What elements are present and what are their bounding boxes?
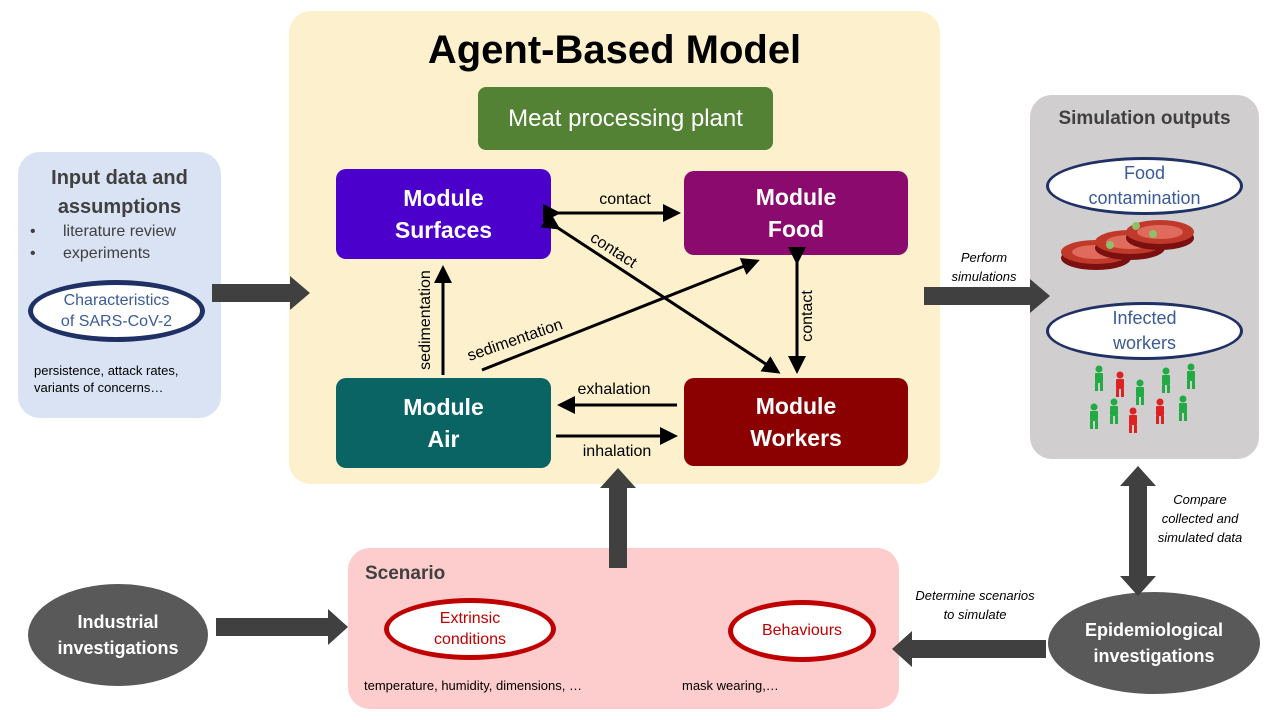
air-food-sedimentation-arrow	[481, 258, 760, 372]
workers-oval-line1: Infected	[1112, 308, 1177, 328]
outputs-panel	[1030, 95, 1259, 459]
input-title: Input data and assumptions	[18, 164, 221, 222]
determine-line1: Determine scenarios	[915, 588, 1035, 603]
extrinsic-conditions-oval: Extrinsic conditions	[384, 598, 556, 660]
outputs-title: Simulation outputs	[1058, 108, 1231, 129]
bullet-item: •experiments	[30, 245, 151, 262]
module-air-line1: Module	[403, 394, 484, 420]
epi-to-scenario-arrow	[892, 631, 1046, 667]
industrial-to-scenario-arrow	[216, 609, 348, 645]
abm-title: Agent-Based Model	[427, 27, 802, 72]
surfaces-workers-contact-arrow	[540, 212, 781, 374]
module-workers-line2: Workers	[750, 425, 842, 451]
compare-data-annotation: Compare collected and simulated data	[1148, 490, 1252, 547]
module-air-line2: Air	[427, 426, 460, 452]
plant-label: Meat processing plant	[508, 104, 743, 132]
industrial-line2: investigations	[57, 638, 179, 658]
module-workers: Module Workers	[684, 378, 908, 466]
sedimentation-left-label: sedimentation	[417, 270, 434, 370]
perform-line2: simulations	[951, 269, 1017, 284]
behaviours-oval: Behaviours	[728, 600, 876, 662]
scenario-title: Scenario	[365, 563, 446, 584]
behaviours-label: Behaviours	[761, 622, 843, 639]
worker-figures-icon	[1090, 363, 1195, 433]
determine-scenarios-annotation: Determine scenarios to simulate	[900, 586, 1050, 624]
input-to-abm-arrow	[212, 276, 310, 310]
sars-oval-line2: of SARS-CoV-2	[60, 313, 173, 330]
module-surfaces-line2: Surfaces	[394, 217, 493, 243]
input-title-line2: assumptions	[57, 196, 182, 218]
compare-line3: simulated data	[1157, 530, 1243, 545]
epi-line1: Epidemiological	[1084, 620, 1224, 640]
input-footnote-line2: variants of concerns…	[34, 380, 164, 395]
input-title-line1: Input data and	[51, 167, 188, 189]
extrinsic-note: temperature, humidity, dimensions, …	[364, 678, 582, 693]
infected-workers-oval: Infected workers	[1046, 302, 1243, 360]
sars-oval-line1: Characteristics	[63, 292, 170, 309]
food-contamination-oval: Food contamination	[1046, 157, 1243, 215]
bullet-item: •literature review	[30, 223, 176, 240]
contact-right-label: contact	[799, 290, 816, 342]
extrinsic-line1: Extrinsic	[439, 610, 501, 627]
food-oval-line2: contamination	[1088, 188, 1201, 208]
plant-box: Meat processing plant	[478, 87, 773, 150]
input-footnote: persistence, attack rates, variants of c…	[34, 362, 179, 396]
outputs-epi-bidirectional-arrow	[1120, 466, 1156, 596]
inhalation-label: inhalation	[583, 443, 652, 460]
perform-simulations-annotation: Perform simulations	[938, 248, 1030, 286]
epi-line2: investigations	[1093, 646, 1215, 666]
perform-line1: Perform	[960, 250, 1008, 265]
meat-steaks-icon	[1061, 220, 1194, 270]
determine-line2: to simulate	[943, 607, 1007, 622]
scenario-to-abm-arrow	[600, 468, 636, 568]
behaviours-note: mask wearing,…	[682, 678, 779, 693]
input-footnote-line1: persistence, attack rates,	[34, 363, 179, 378]
compare-line2: collected and	[1161, 511, 1239, 526]
sars-cov-2-oval: Characteristics of SARS-CoV-2	[28, 280, 205, 342]
industrial-line1: Industrial	[77, 612, 159, 632]
workers-oval-line2: workers	[1112, 333, 1176, 353]
epidemiological-investigations-node: Epidemiological investigations	[1048, 592, 1260, 694]
module-surfaces-line1: Module	[403, 185, 484, 211]
extrinsic-line2: conditions	[433, 631, 507, 648]
input-bullets: •literature review •experiments	[30, 221, 176, 265]
food-oval-line1: Food	[1123, 163, 1165, 183]
module-air: Module Air	[336, 378, 551, 468]
module-surfaces: Module Surfaces	[336, 169, 551, 259]
module-workers-line1: Module	[755, 393, 837, 419]
exhalation-label: exhalation	[578, 381, 651, 398]
compare-line1: Compare	[1173, 492, 1227, 507]
abm-to-outputs-arrow	[924, 279, 1050, 313]
contact-top-label: contact	[599, 191, 651, 208]
module-food-line1: Module	[755, 184, 837, 210]
industrial-investigations-node: Industrial investigations	[28, 584, 208, 686]
